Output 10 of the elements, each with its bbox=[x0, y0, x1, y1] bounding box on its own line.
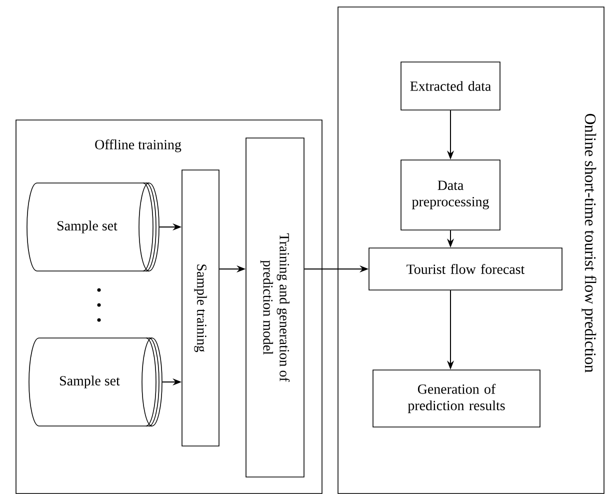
process-box: Training and generation of prediction model bbox=[246, 138, 304, 478]
process-box: Extracted data bbox=[400, 62, 500, 110]
process-box: Data preprocessing bbox=[400, 160, 500, 230]
data-cylinder: Sample set bbox=[26, 182, 160, 272]
process-box: Tourist flow forecast bbox=[368, 248, 562, 290]
process-box: Generation of prediction results bbox=[372, 370, 540, 428]
data-cylinder: Sample set bbox=[28, 338, 162, 426]
node-label: Sample set bbox=[58, 220, 118, 234]
node-label: Sample set bbox=[60, 376, 120, 388]
process-box: Sample training bbox=[182, 170, 220, 446]
